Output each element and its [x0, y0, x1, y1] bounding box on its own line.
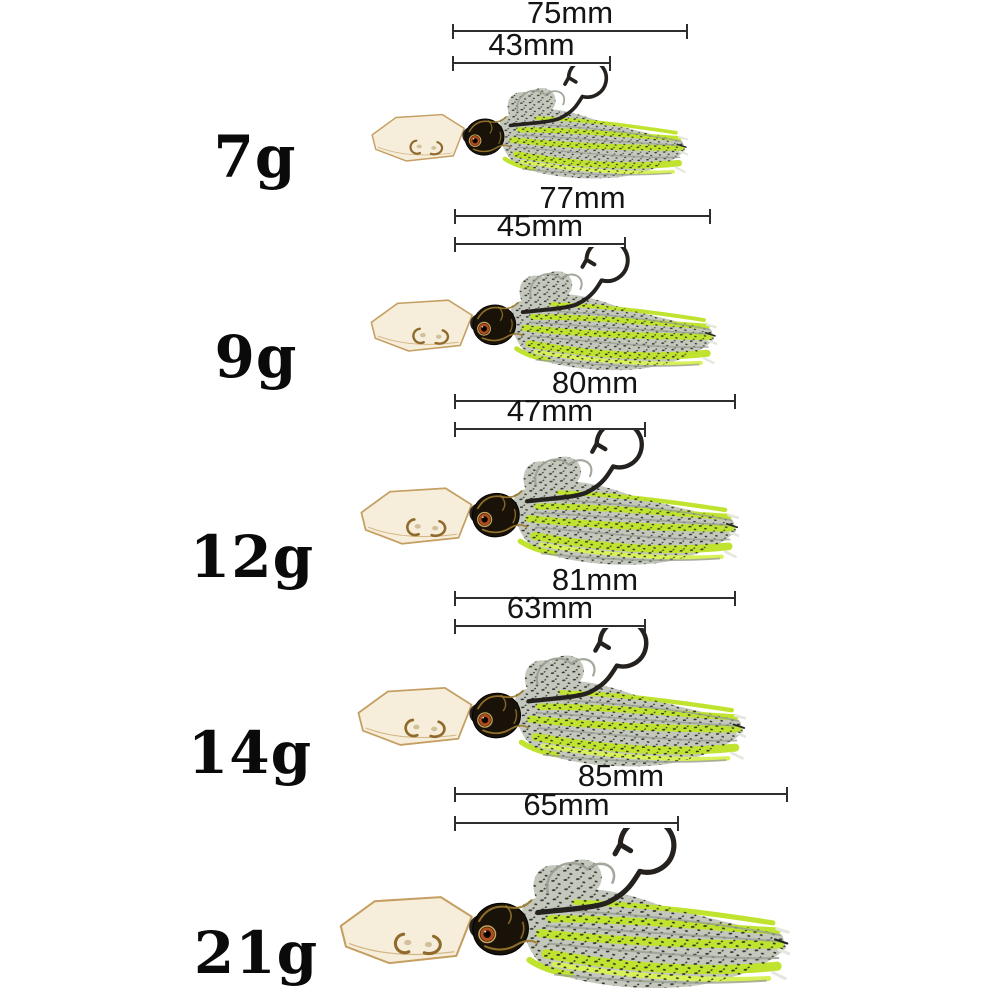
total-length-value: 80mm	[551, 365, 639, 400]
total-length-value: 75mm	[526, 0, 614, 30]
weight-label: 12g	[189, 523, 315, 591]
total-length-dimension: 85mm	[454, 760, 788, 802]
total-length-dimension: 81mm	[454, 564, 736, 606]
body-length-dimension: 45mm	[454, 210, 626, 252]
weight-label: 7g	[213, 123, 297, 191]
lure-image	[357, 430, 739, 569]
weight-label: 14g	[187, 719, 313, 787]
total-length-value: 81mm	[551, 562, 639, 597]
total-length-value: 77mm	[539, 180, 626, 215]
body-length-value: 65mm	[523, 787, 610, 822]
weight-label: 21g	[193, 919, 319, 987]
body-length-dimension: 43mm	[452, 29, 611, 71]
total-length-dimension: 77mm	[454, 182, 711, 224]
lure-image	[354, 628, 746, 771]
lure-image	[367, 247, 717, 374]
weight-label: 9g	[214, 323, 298, 391]
body-length-value: 45mm	[496, 208, 584, 243]
lure-image	[368, 66, 688, 182]
body-length-value: 63mm	[506, 590, 594, 625]
body-length-dimension: 63mm	[454, 592, 646, 634]
lure-image	[335, 828, 790, 993]
total-length-dimension: 80mm	[454, 367, 736, 409]
total-length-value: 85mm	[577, 758, 665, 793]
body-length-dimension: 47mm	[454, 395, 646, 437]
total-length-dimension: 75mm	[452, 0, 688, 39]
body-length-dimension: 65mm	[454, 789, 679, 831]
body-length-value: 47mm	[506, 393, 594, 428]
body-length-value: 43mm	[488, 27, 575, 62]
